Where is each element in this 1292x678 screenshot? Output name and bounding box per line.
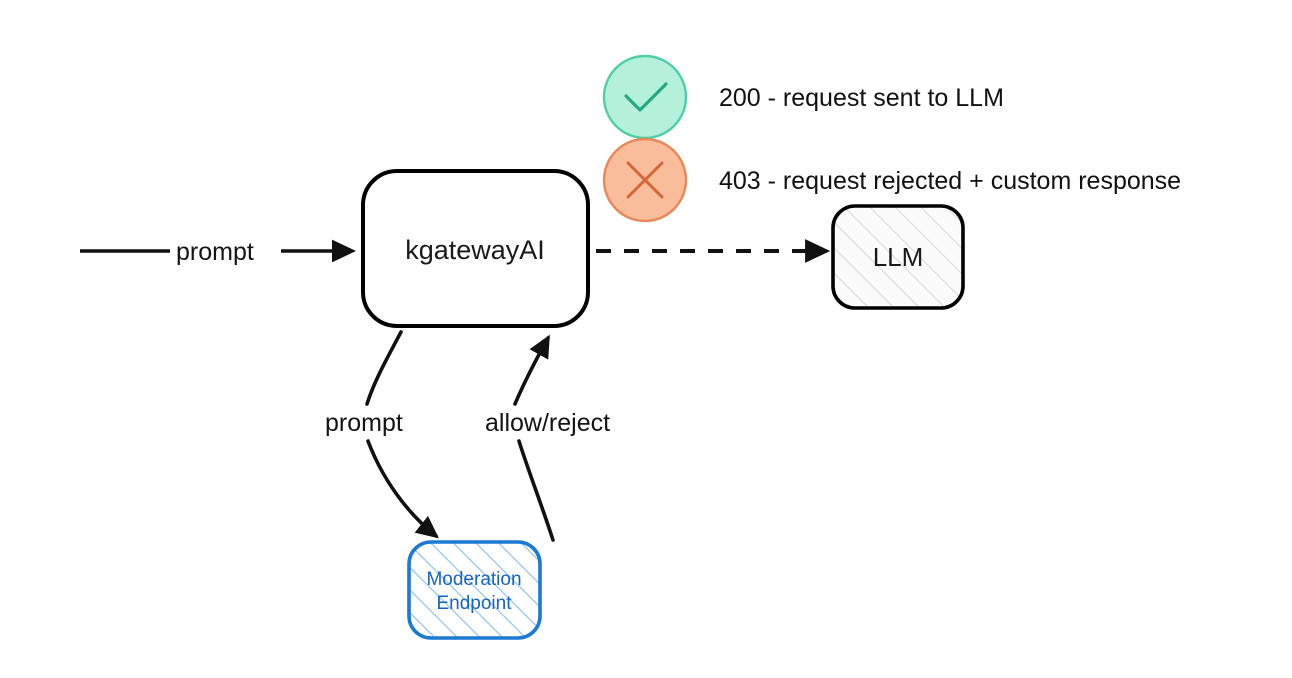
legend-circle-success [602, 54, 688, 140]
gateway-label: kgatewayAI [405, 235, 545, 265]
node-gateway[interactable]: kgatewayAI [361, 169, 590, 328]
moderation-label-line2: Endpoint [436, 593, 512, 614]
moderation-gateway-curve-upper [513, 334, 550, 406]
cross-icon [626, 161, 664, 199]
legend-item-200: 200 - request sent to LLM [602, 54, 1004, 140]
edge-moderation-to-gateway: allow/reject [485, 334, 610, 542]
moderation-label-line1: Moderation [426, 569, 521, 590]
legend-item-403: 403 - request rejected + custom response [602, 137, 1181, 223]
moderation-box[interactable] [407, 540, 542, 640]
edge-inbound-prompt: prompt [80, 238, 357, 266]
edge-gateway-to-moderation: prompt [325, 330, 439, 539]
gateway-moderation-curve-lower [366, 439, 439, 539]
moderation-gateway-curve-lower [517, 439, 555, 542]
legend-text-403: 403 - request rejected + custom response [719, 167, 1181, 195]
gateway-moderation-curve-upper [365, 330, 403, 406]
check-icon [624, 82, 668, 112]
node-moderation-endpoint[interactable]: Moderation Endpoint [407, 540, 542, 640]
gateway-box[interactable] [361, 169, 590, 328]
edge-label-gateway-to-moderation: prompt [325, 409, 403, 437]
node-llm[interactable]: LLM [831, 204, 965, 310]
legend-text-200: 200 - request sent to LLM [719, 84, 1004, 112]
edge-label-moderation-to-gateway: allow/reject [485, 409, 610, 437]
edge-label-inbound-prompt: prompt [176, 238, 254, 266]
llm-box[interactable] [831, 204, 965, 310]
llm-label: LLM [873, 242, 924, 272]
